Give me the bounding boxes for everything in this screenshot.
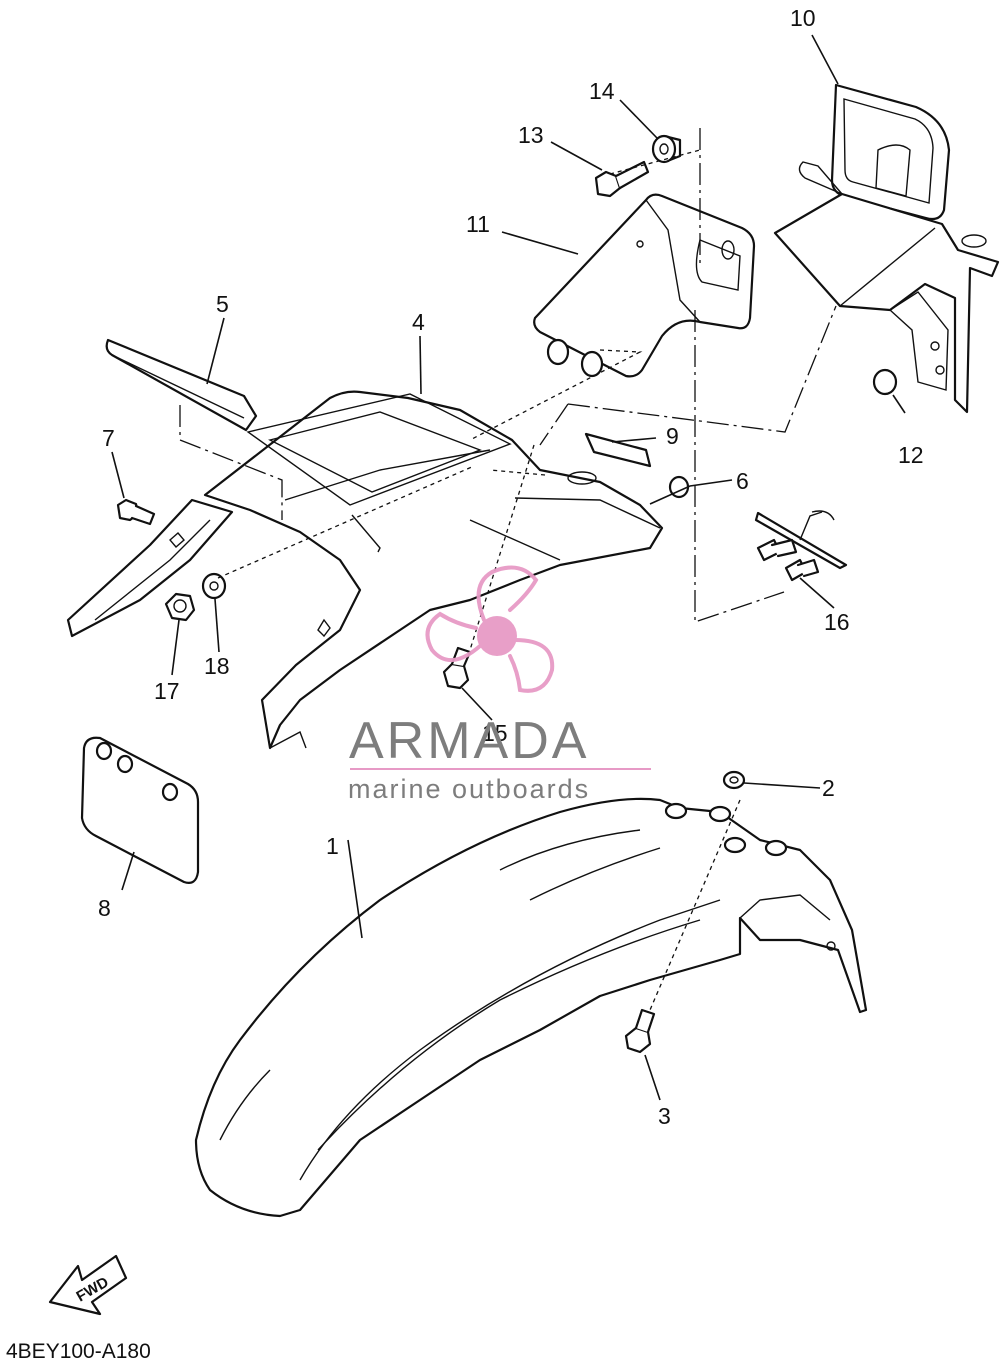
leader-lines (111, 34, 906, 1101)
part-bolt-3 (624, 1008, 656, 1054)
callout-9: 9 (666, 423, 679, 449)
callout-15: 15 (482, 720, 508, 746)
callout-12: 12 (898, 442, 924, 468)
part-cap-12 (872, 368, 898, 396)
watermark-tagline: marine outboards (348, 774, 590, 804)
part-washer-18 (201, 572, 227, 600)
part-side-bracket (66, 498, 234, 638)
callout-18: 18 (204, 653, 230, 679)
diagram-code: 4BEY100-A180 (6, 1340, 151, 1363)
callout-6: 6 (736, 468, 749, 494)
callout-14: 14 (589, 78, 615, 104)
callout-17: 17 (154, 678, 180, 704)
armada-propeller-logo (425, 565, 555, 693)
part-strip-5 (105, 338, 258, 432)
part-washer-2 (722, 770, 746, 790)
part-side-plate-8 (80, 736, 200, 884)
callout-7: 7 (102, 425, 115, 451)
part-front-fender (194, 797, 868, 1218)
part-label-9 (584, 432, 652, 468)
part-bolt-13 (594, 160, 650, 198)
callout-2: 2 (822, 775, 835, 801)
part-tail-cover (533, 193, 756, 378)
callout-11: 11 (466, 211, 490, 237)
assembly-lines (179, 128, 837, 1011)
callout-8: 8 (98, 895, 111, 921)
fwd-arrow-icon: FWD (48, 1254, 128, 1316)
part-clamp-16 (754, 510, 848, 582)
callout-13: 13 (518, 122, 544, 148)
part-rear-fender (203, 390, 664, 750)
callout-1: 1 (326, 833, 339, 859)
callout-3: 3 (658, 1103, 671, 1129)
callout-4: 4 (412, 309, 425, 335)
callout-numbers: 1 2 3 4 5 6 7 8 9 10 11 12 13 14 15 16 1… (98, 5, 924, 1129)
callout-10: 10 (790, 5, 816, 31)
callout-5: 5 (216, 291, 229, 317)
callout-16: 16 (824, 609, 850, 635)
part-number-plate-bracket (773, 83, 1000, 414)
part-bolt-7 (116, 498, 156, 526)
watermark-brand: ARMADA (349, 712, 589, 770)
part-nut-17 (164, 592, 196, 622)
part-washer-14 (651, 134, 682, 164)
